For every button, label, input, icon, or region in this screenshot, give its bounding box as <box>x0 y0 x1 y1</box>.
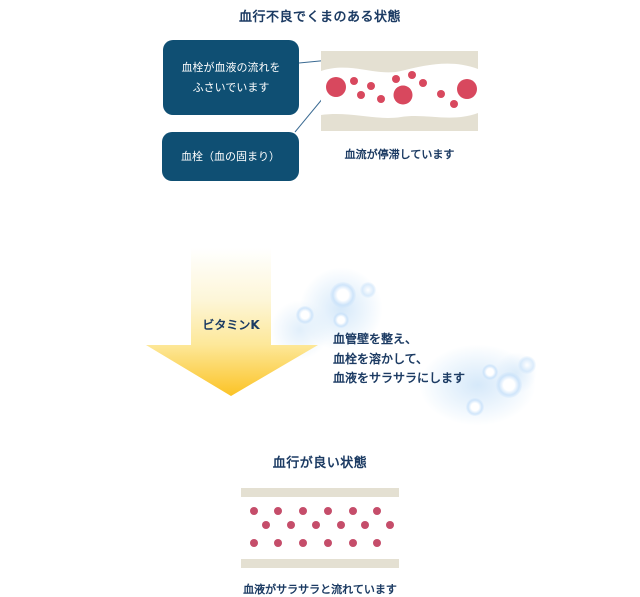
blood-cell <box>262 521 270 529</box>
blood-clot-right <box>457 79 477 99</box>
blood-cell <box>349 507 357 515</box>
blood-cell <box>287 521 295 529</box>
blood-cell <box>274 539 282 547</box>
clot-blocking-line1: 血栓が血液の流れを <box>181 60 281 74</box>
smooth-flow-caption: 血液がサラサラと流れています <box>243 583 397 596</box>
blood-cell <box>357 91 365 99</box>
blood-cell <box>367 82 375 90</box>
vitamin-k-label: ビタミンK <box>202 318 260 332</box>
effect-line-1: 血管壁を整え、 <box>333 332 418 346</box>
down-arrow-icon <box>146 248 318 396</box>
blood-cell <box>349 539 357 547</box>
blood-cell <box>377 95 385 103</box>
blood-cell <box>312 521 320 529</box>
blood-cell <box>299 539 307 547</box>
arrow-shape <box>146 248 318 396</box>
clogged-vessel-illustration <box>321 51 478 131</box>
good-circulation-title: 血行が良い状態 <box>272 456 368 471</box>
blood-cell <box>324 507 332 515</box>
poor-circulation-title: 血行不良でくまのある状態 <box>238 10 401 25</box>
blood-cell <box>324 539 332 547</box>
blood-cell <box>361 521 369 529</box>
blood-cell <box>250 507 258 515</box>
blood-clot-center <box>393 85 413 105</box>
blood-cell <box>386 521 394 529</box>
vitamin-k-effects: 血管壁を整え、 血栓を溶かして、 血液をサラサラにします <box>333 330 465 389</box>
blood-cell <box>408 71 416 79</box>
blood-cell <box>392 75 400 83</box>
blood-cell <box>274 507 282 515</box>
flowing-blood-cells <box>250 507 394 547</box>
blood-cell <box>437 90 445 98</box>
blood-clot-left <box>326 77 346 97</box>
clot-blocking-callout: 血栓が血液の流れを ふさいでいます <box>163 40 299 115</box>
effect-line-2: 血栓を溶かして、 <box>333 351 429 366</box>
blood-cell <box>419 79 427 87</box>
blood-cell <box>373 539 381 547</box>
healthy-vessel-illustration <box>241 488 399 568</box>
clot-callout: 血栓（血の固まり） <box>162 132 299 181</box>
blood-cell <box>450 100 458 108</box>
blood-cell <box>350 77 358 85</box>
blood-cell <box>250 539 258 547</box>
effect-line-3: 血液をサラサラにします <box>333 371 466 385</box>
blood-cell <box>373 507 381 515</box>
blood-cell <box>299 507 307 515</box>
blood-cell <box>337 521 345 529</box>
stagnant-flow-caption: 血流が停滞しています <box>344 148 455 161</box>
clot-blocking-line2: ふさいでいます <box>192 80 270 94</box>
